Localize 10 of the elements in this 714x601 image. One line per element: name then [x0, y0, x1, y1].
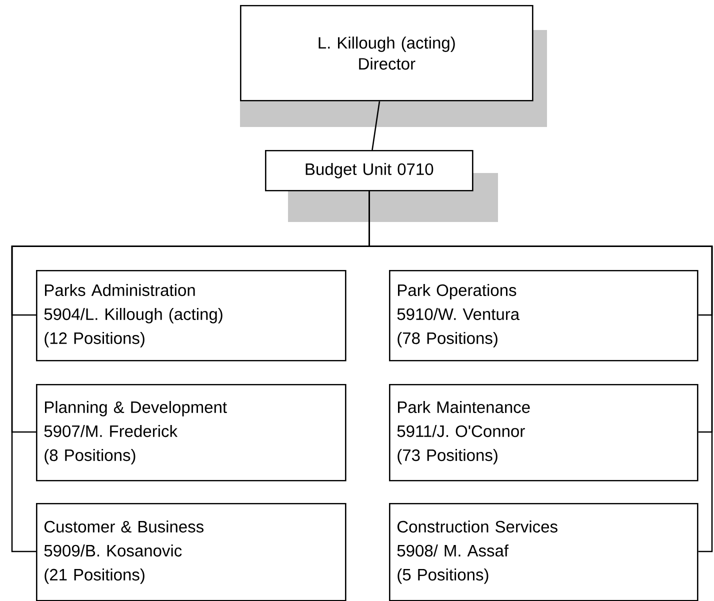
org-box: Park Maintenance 5911/J. O'Connor (73 Positions) — [389, 384, 698, 482]
connector-line — [372, 101, 380, 150]
org-box: Planning & Development 5907/M. Frederick (8 Positions) — [36, 384, 346, 482]
org-box: Customer & Business 5909/B. Kosanovic (21 Positions) — [36, 503, 346, 601]
connector-line — [368, 191, 713, 552]
org-box: L. Killough (acting) Director — [240, 5, 534, 102]
org-box: Construction Services 5908/ M. Assaf (5 Positions) — [389, 503, 698, 601]
org-box: Parks Administration 5904/L. Killough (acting) (12 Positions) — [36, 270, 346, 362]
org-box: Park Operations 5910/W. Ventura (78 Positions) — [389, 270, 698, 362]
org-box: Budget Unit 0710 — [265, 150, 474, 192]
